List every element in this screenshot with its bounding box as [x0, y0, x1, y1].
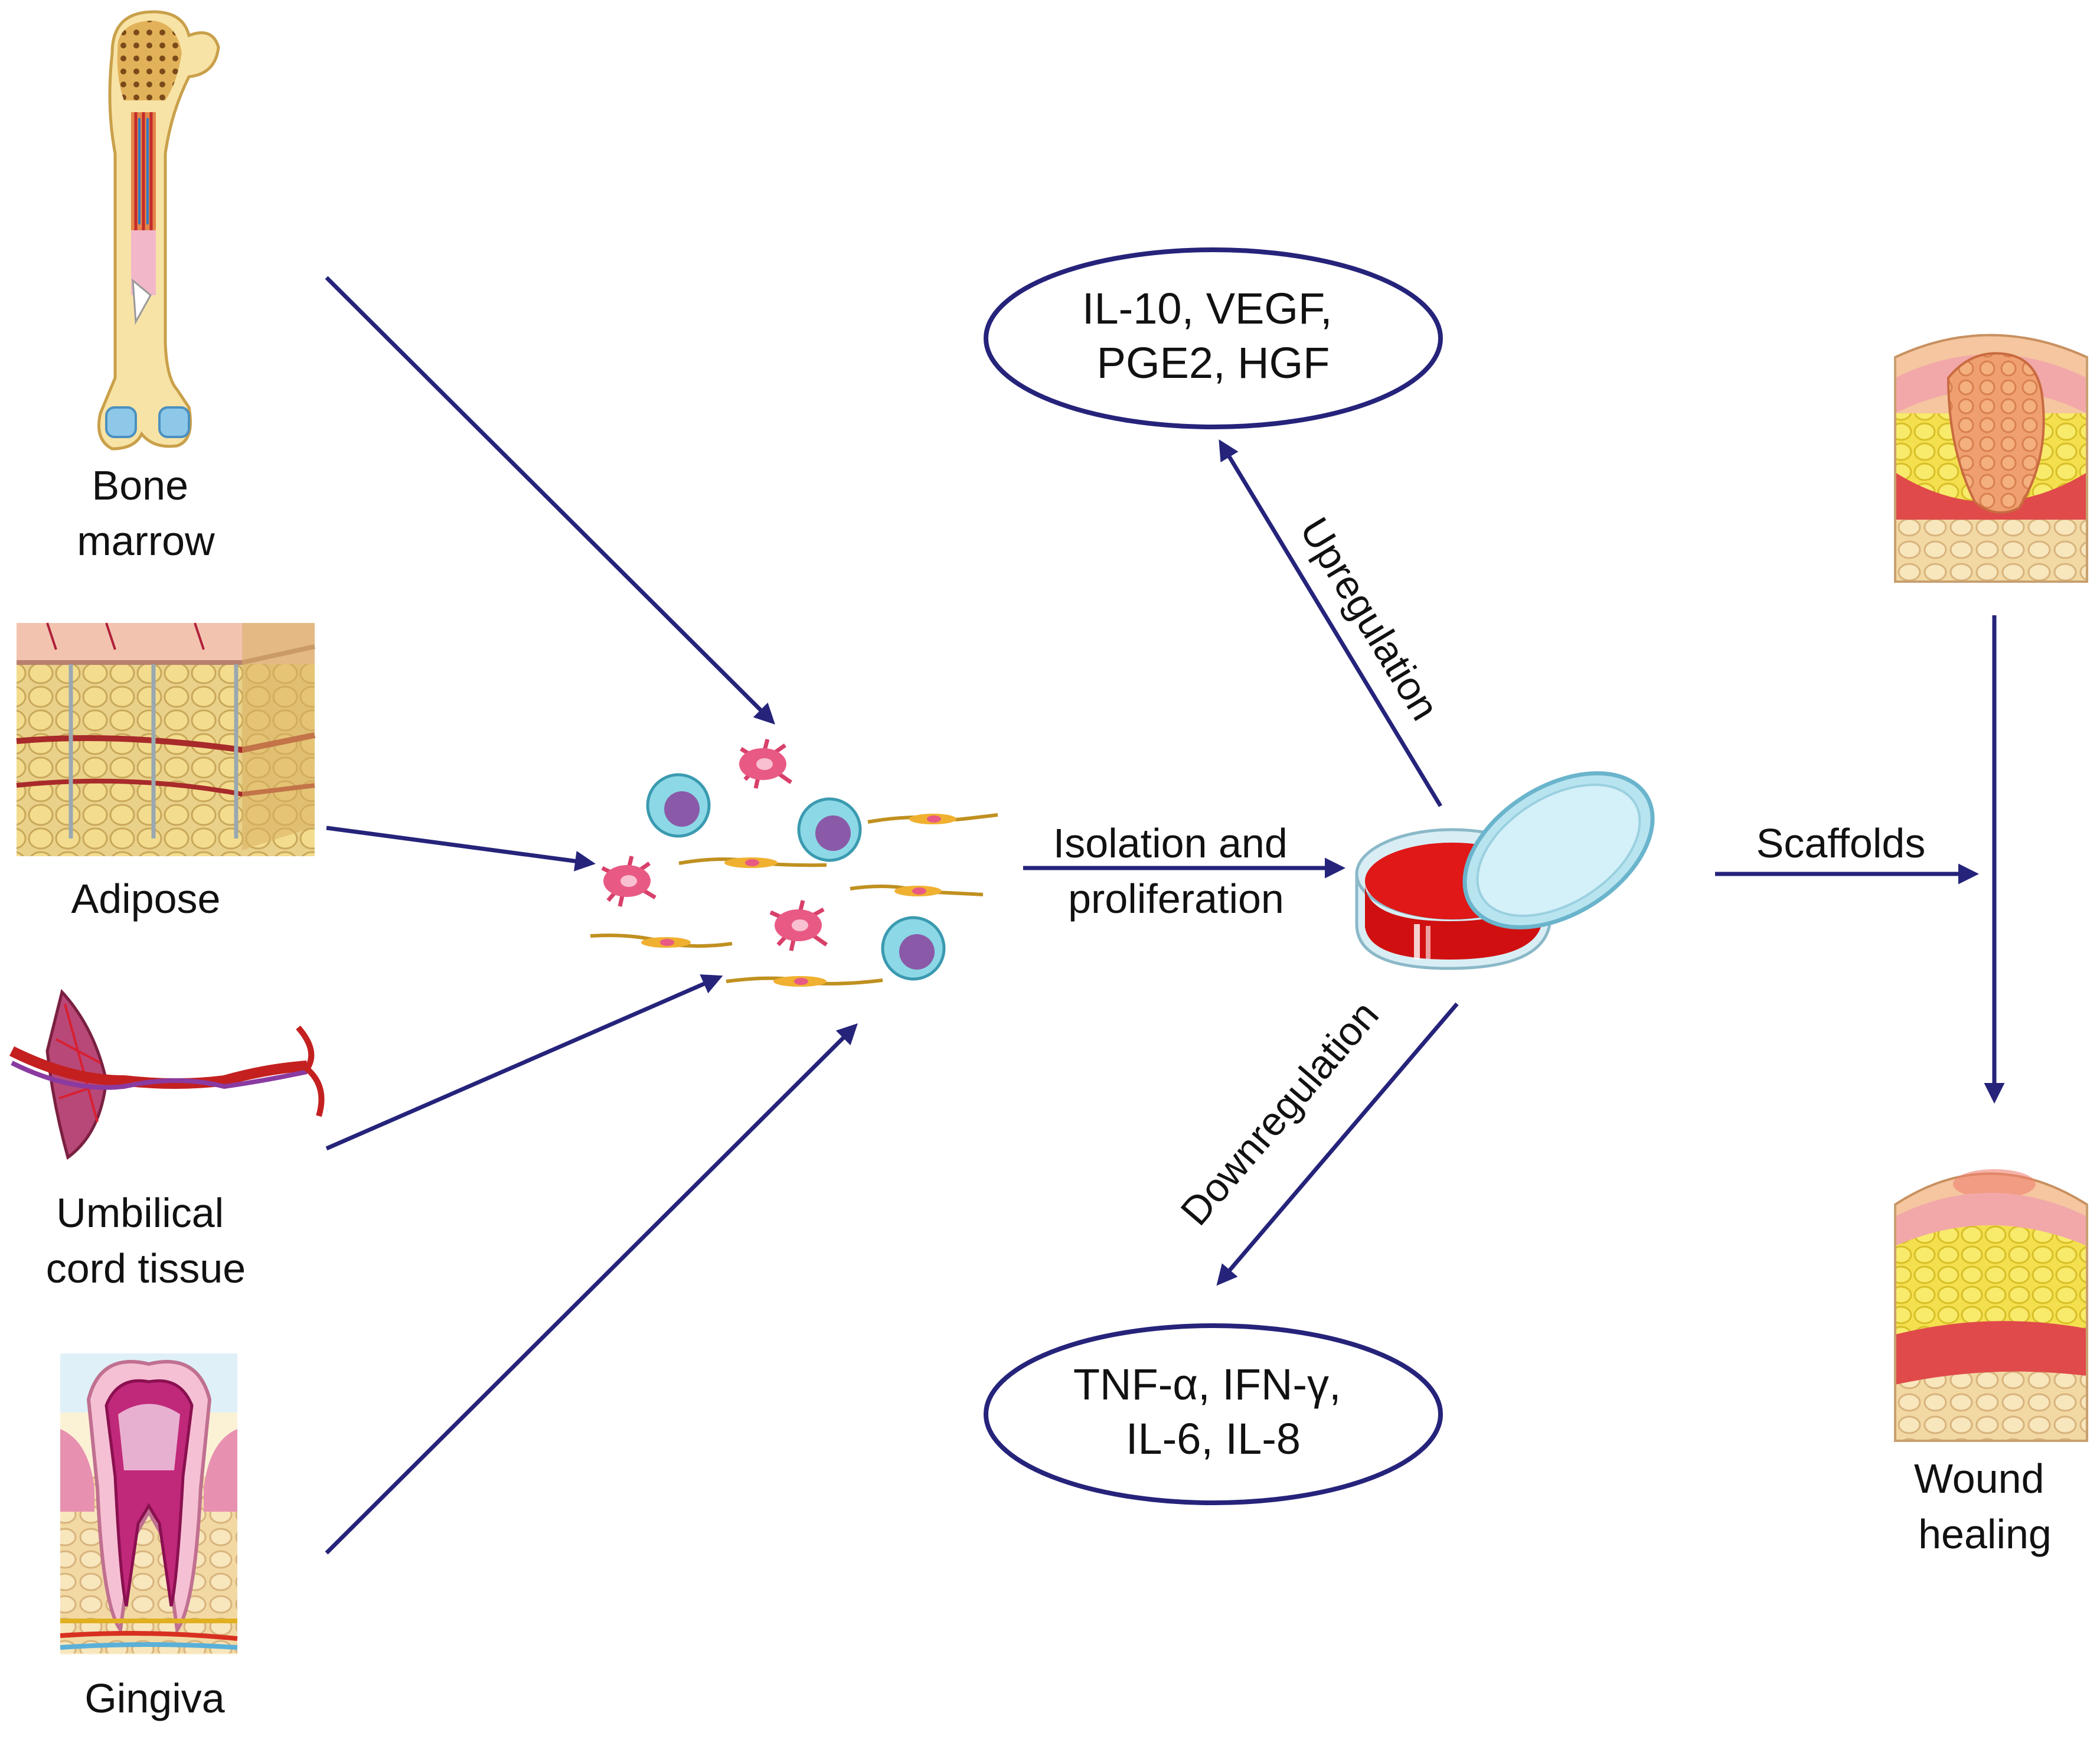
fibroblast-cell — [678, 857, 827, 868]
downregulation-label: Downregulation — [1172, 993, 1387, 1234]
umbilical-cord-illustration — [9, 988, 325, 1160]
arrow-bone-marrow-to-cells — [325, 276, 775, 725]
fibroblast-cell — [726, 976, 883, 987]
adipose-tissue-illustration — [16, 622, 315, 856]
open-wound-skin-section — [1894, 334, 2088, 583]
source-label-adipose: Adipose — [71, 876, 221, 922]
downregulated-factors-oval: TNF-α, IFN-γ, IL-6, IL-8 — [984, 1323, 1443, 1505]
arrow-umbilical-to-cells — [325, 974, 723, 1151]
svg-text:TNF-α, IFN-γ, IL-6, IL-8: TNF-α, IFN-γ, IL-6, IL-8 — [1073, 1360, 1353, 1463]
source-label-bone-marrow: Bone marrow — [77, 462, 215, 564]
wound-healing-label: Wound healing — [1914, 1456, 2056, 1557]
stellate-cell — [601, 856, 657, 907]
stem-cell-round — [881, 916, 946, 981]
svg-text:IL-10, VEGF, PGE2, HGF: IL-10, VEGF, PGE2, HGF — [1082, 284, 1344, 387]
stellate-cell — [739, 739, 793, 789]
petri-dish — [1355, 771, 1655, 970]
arrow-upregulation — [1219, 439, 1442, 807]
fibroblast-cell — [590, 934, 733, 948]
healed-skin-section — [1894, 1169, 2088, 1442]
source-label-gingiva: Gingiva — [84, 1675, 224, 1721]
source-label-umbilical-cord: Umbilical cord tissue — [46, 1190, 246, 1291]
stellate-cell — [769, 900, 828, 951]
arrow-downregulation — [1216, 1002, 1459, 1286]
upregulated-factors-oval: IL-10, VEGF, PGE2, HGF — [984, 247, 1443, 429]
upregulation-label: Upregulation — [1291, 510, 1448, 727]
stem-cell-round — [797, 797, 862, 862]
bone-marrow-illustration — [97, 10, 220, 451]
scaffolds-label: Scaffolds — [1756, 820, 1926, 866]
arrow-adipose-to-cells — [326, 826, 596, 872]
fibroblast-cell — [850, 885, 984, 896]
fibroblast-cell — [867, 813, 998, 824]
msc-cells-cluster — [590, 739, 998, 987]
gingiva-tooth-illustration — [60, 1353, 238, 1655]
stem-cell-round — [646, 773, 711, 838]
arrow-gingiva-to-cells — [325, 1023, 858, 1555]
isolation-label: Isolation and proliferation — [1053, 820, 1299, 922]
